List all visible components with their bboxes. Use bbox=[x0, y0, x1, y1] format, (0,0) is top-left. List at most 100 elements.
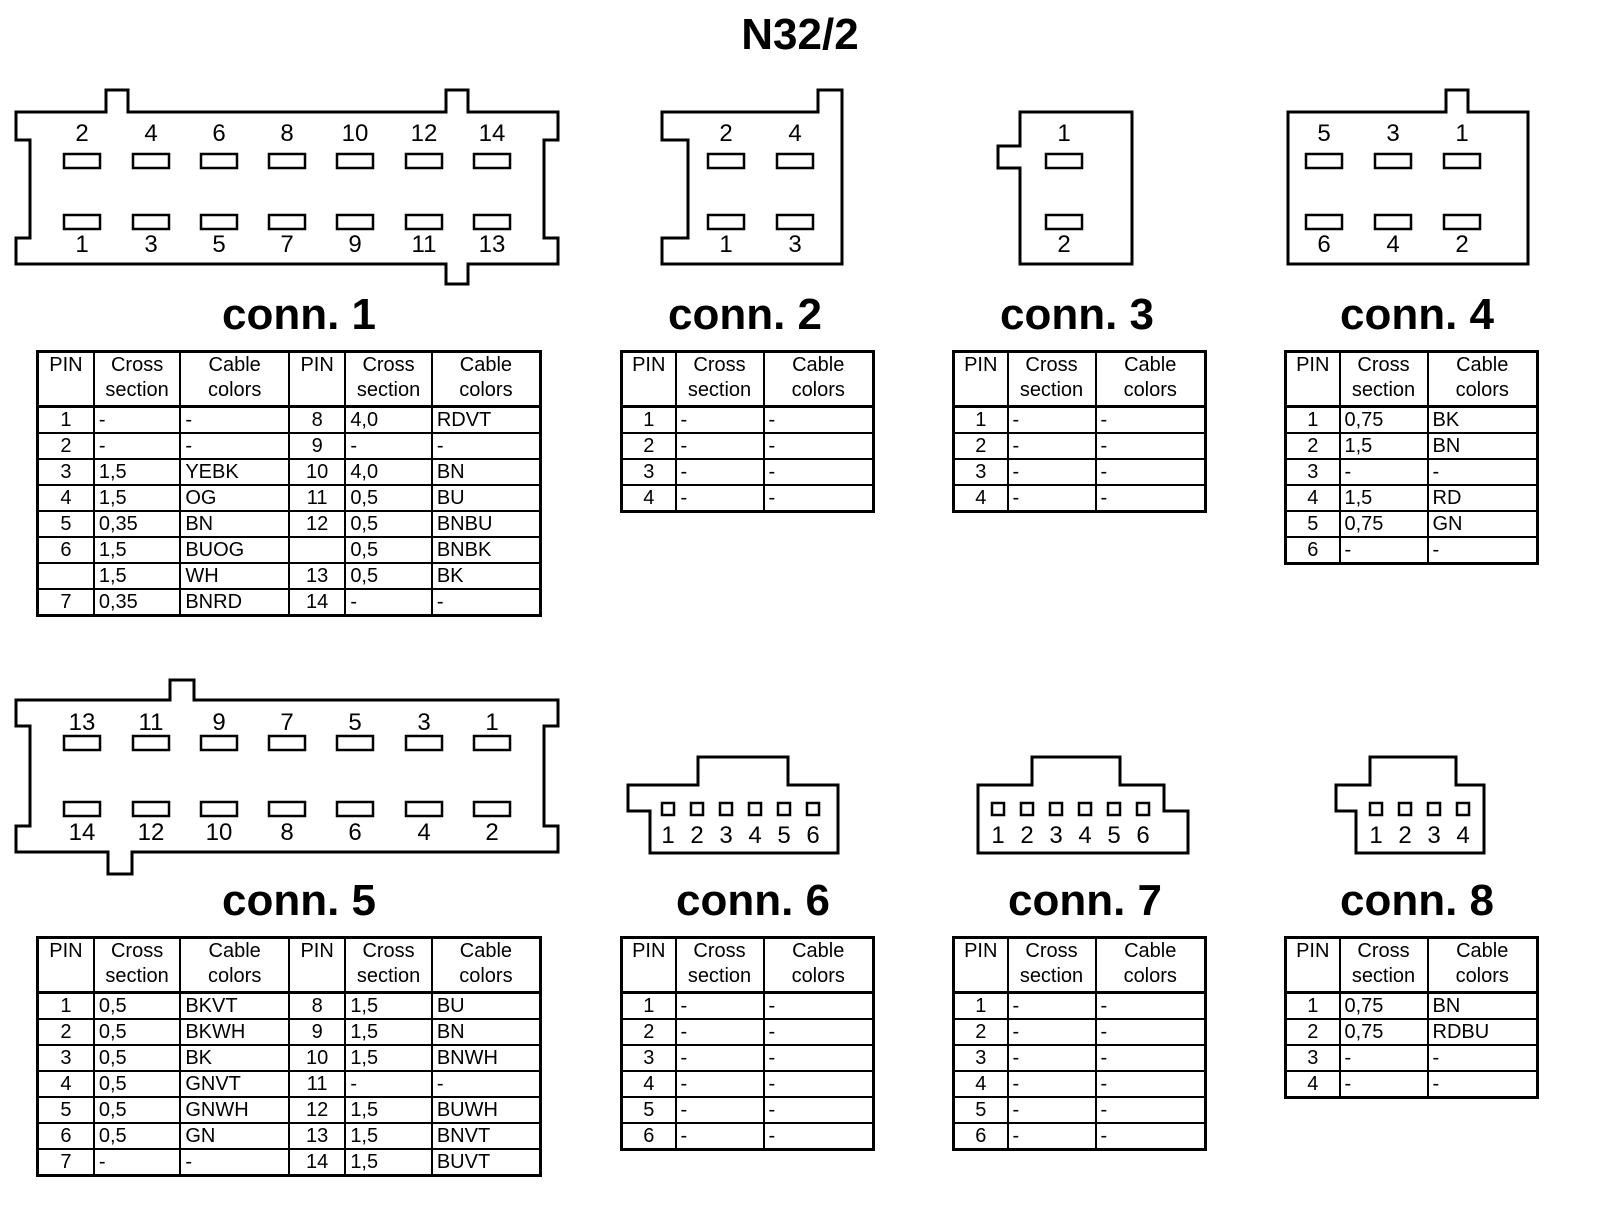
pin-number: 3 bbox=[952, 458, 1009, 486]
cable-color-value: BNBK bbox=[430, 536, 542, 564]
cable-colors-header: Cable colors bbox=[179, 936, 290, 994]
table-row: 1,5 WH 13 0,5 BK bbox=[36, 562, 542, 590]
pin-number-label: 5 bbox=[348, 709, 361, 736]
cable-color-value: BU bbox=[430, 484, 542, 512]
cable-color-value: GNVT bbox=[179, 1070, 290, 1098]
cable-color-value: OG bbox=[179, 484, 290, 512]
table-row: 1-- bbox=[620, 405, 875, 434]
cross-section-value: - bbox=[1006, 458, 1097, 486]
cross-section-header: Cross section bbox=[674, 350, 765, 408]
cross-section-value: - bbox=[674, 484, 765, 513]
cross-section-header: Cross section bbox=[1006, 936, 1097, 994]
pin-number: 7 bbox=[36, 1148, 95, 1177]
pin-number: 10 bbox=[287, 1044, 347, 1072]
pin-number: 5 bbox=[36, 510, 95, 538]
cable-color-value: - bbox=[1094, 1018, 1207, 1046]
cross-section-value: - bbox=[1006, 1044, 1097, 1072]
pin-number: 1 bbox=[36, 405, 95, 434]
pin-number-label: 4 bbox=[1386, 231, 1399, 258]
table-row: 6 1,5 BUOG 0,5 BNBK bbox=[36, 536, 542, 564]
cable-color-value: - bbox=[430, 588, 542, 617]
cable-color-value: - bbox=[762, 1070, 875, 1098]
pin-number-label: 1 bbox=[75, 231, 88, 258]
pin-contact bbox=[718, 801, 734, 817]
pin-number-label: 1 bbox=[1057, 120, 1070, 147]
pin-number-label: 12 bbox=[138, 819, 165, 846]
cross-section-header: Cross section bbox=[1338, 350, 1429, 408]
cross-section-value: 1,5 bbox=[344, 1148, 433, 1177]
connector-1-label: conn. 1 bbox=[222, 290, 377, 339]
table-row: 4-- bbox=[1284, 1070, 1539, 1099]
cross-section-header: Cross section bbox=[344, 936, 433, 994]
cable-color-value: BKWH bbox=[179, 1018, 290, 1046]
pin-number: 5 bbox=[620, 1096, 677, 1124]
pin-number-label: 4 bbox=[417, 819, 430, 846]
pin-number: 1 bbox=[36, 991, 95, 1020]
pin-contact bbox=[267, 734, 307, 752]
cable-color-value: - bbox=[762, 1122, 875, 1151]
pin-number: 4 bbox=[620, 484, 677, 513]
pin-contact bbox=[199, 734, 239, 752]
cable-color-value: - bbox=[1094, 1122, 1207, 1151]
pin-number bbox=[287, 536, 347, 564]
pin-number-label: 3 bbox=[788, 231, 801, 258]
cross-section-value: 1,5 bbox=[92, 536, 182, 564]
cross-section-value: - bbox=[1006, 1070, 1097, 1098]
cable-color-value: BKVT bbox=[179, 991, 290, 1020]
cable-color-value: GNWH bbox=[179, 1096, 290, 1124]
cable-color-value: - bbox=[1094, 991, 1207, 1020]
cross-section-value: - bbox=[674, 1018, 765, 1046]
pin-number-label: 6 bbox=[348, 819, 361, 846]
connector-1-table: PIN Cross section Cable colors PIN Cross… bbox=[36, 350, 542, 617]
pin-contact bbox=[472, 213, 512, 231]
cable-color-value: - bbox=[762, 991, 875, 1020]
pin-contact bbox=[1044, 152, 1084, 170]
pin-number: 12 bbox=[287, 1096, 347, 1124]
cable-color-value: BN bbox=[430, 458, 542, 486]
table-row: 7 0,35 BNRD 14 - - bbox=[36, 588, 542, 617]
table-row: 6-- bbox=[952, 1122, 1207, 1151]
cable-color-value: RDBU bbox=[1426, 1018, 1539, 1046]
table-row: 3-- bbox=[620, 458, 875, 486]
pin-number: 4 bbox=[952, 484, 1009, 513]
cable-color-value: BNBU bbox=[430, 510, 542, 538]
pin-number-label: 4 bbox=[788, 120, 801, 147]
pin-number: 5 bbox=[36, 1096, 95, 1124]
cable-colors-header: Cable colors bbox=[762, 350, 875, 408]
pin-header: PIN bbox=[952, 350, 1009, 408]
pin-number-label: 3 bbox=[1049, 822, 1062, 849]
cross-section-value: - bbox=[674, 405, 765, 434]
table-row: 4-- bbox=[952, 484, 1207, 513]
table-row: 2 - - 9 - - bbox=[36, 432, 542, 460]
pin-contact bbox=[335, 800, 375, 818]
connector-8-label: conn. 8 bbox=[1340, 876, 1495, 925]
pin-number-label: 12 bbox=[411, 120, 438, 147]
pin-number: 2 bbox=[952, 432, 1009, 460]
table-row: 4 1,5 OG 11 0,5 BU bbox=[36, 484, 542, 512]
cross-section-value: - bbox=[674, 1096, 765, 1124]
cross-section-value: 0,35 bbox=[92, 510, 182, 538]
pin-contact bbox=[62, 734, 102, 752]
cable-colors-header: Cable colors bbox=[1094, 936, 1207, 994]
pin-header: PIN bbox=[952, 936, 1009, 994]
table-row: 2-- bbox=[620, 432, 875, 460]
pin-number: 4 bbox=[952, 1070, 1009, 1098]
cable-color-value: - bbox=[430, 432, 542, 460]
table-row: 3-- bbox=[1284, 1044, 1539, 1072]
pin-number-label: 8 bbox=[280, 120, 293, 147]
pin-number: 6 bbox=[620, 1122, 677, 1151]
cross-section-value: 0,5 bbox=[92, 1096, 182, 1124]
pin-number-label: 4 bbox=[1078, 822, 1091, 849]
connector-7-label: conn. 7 bbox=[1008, 876, 1163, 925]
cable-color-value: BU bbox=[430, 991, 542, 1020]
cross-section-value: 0,5 bbox=[92, 1070, 182, 1098]
cross-section-value: 0,5 bbox=[344, 536, 433, 564]
cable-color-value: - bbox=[1094, 1096, 1207, 1124]
